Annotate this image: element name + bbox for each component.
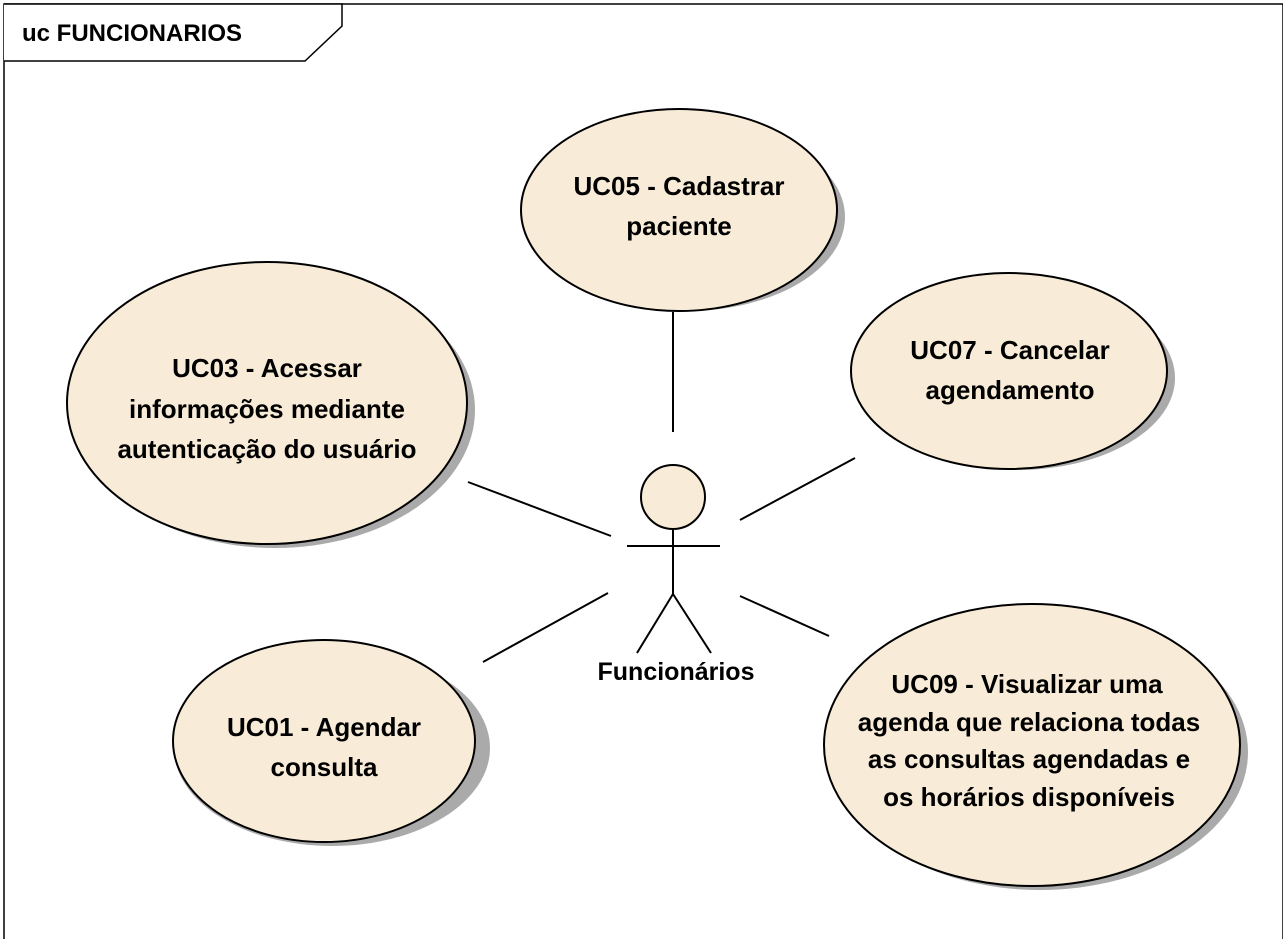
use-case-uc07[interactable]: UC07 - Cancelar agendamento — [850, 272, 1175, 470]
use-case-ellipse — [850, 272, 1168, 470]
use-case-label-line: autenticação do usuário — [117, 434, 416, 464]
use-case-ellipse — [520, 108, 838, 312]
frame-title-tab — [4, 3, 343, 62]
associations — [467, 312, 856, 663]
use-case-label-line: paciente — [626, 211, 732, 241]
use-case-uc05[interactable]: UC05 - Cadastrar paciente — [520, 108, 845, 312]
use-case-uc01[interactable]: UC01 - Agendar consulta — [172, 639, 490, 846]
actor-label: Funcionários — [598, 658, 755, 686]
use-case-label-line: UC03 - Acessar — [172, 353, 362, 383]
actor-stick-figure-icon[interactable] — [627, 464, 720, 654]
association-uc01 — [482, 592, 609, 663]
use-case-ellipse — [823, 603, 1241, 887]
use-case-label-line: informações mediante — [129, 394, 405, 424]
use-case-label-line: as consultas agendadas e — [868, 744, 1190, 774]
use-case-label-line: os horários disponíveis — [883, 782, 1175, 812]
use-case-uc03[interactable]: UC03 - Acessar informações mediante aute… — [66, 261, 475, 548]
actor-head — [640, 464, 706, 530]
use-case-label-line: UC07 - Cancelar — [910, 335, 1109, 365]
association-uc09 — [739, 595, 830, 637]
actor-left-leg — [636, 593, 674, 654]
association-uc07 — [739, 457, 856, 521]
use-case-label-line: UC05 - Cadastrar — [574, 171, 785, 201]
use-case-label-line: agendamento — [925, 375, 1094, 405]
use-case-label-line: UC01 - Agendar — [227, 712, 421, 742]
association-uc03 — [467, 481, 612, 537]
use-case-label-line: consulta — [271, 752, 378, 782]
actor-right-leg — [672, 593, 712, 654]
use-case-uc09[interactable]: UC09 - Visualizar uma agenda que relacio… — [823, 603, 1248, 890]
use-case-label-line: UC09 - Visualizar uma — [891, 669, 1163, 699]
use-case-label-line: agenda que relaciona todas — [858, 707, 1200, 737]
frame-title: uc FUNCIONARIOS — [22, 20, 242, 47]
use-case-ellipse — [172, 639, 476, 843]
use-case-ellipse — [66, 261, 468, 545]
